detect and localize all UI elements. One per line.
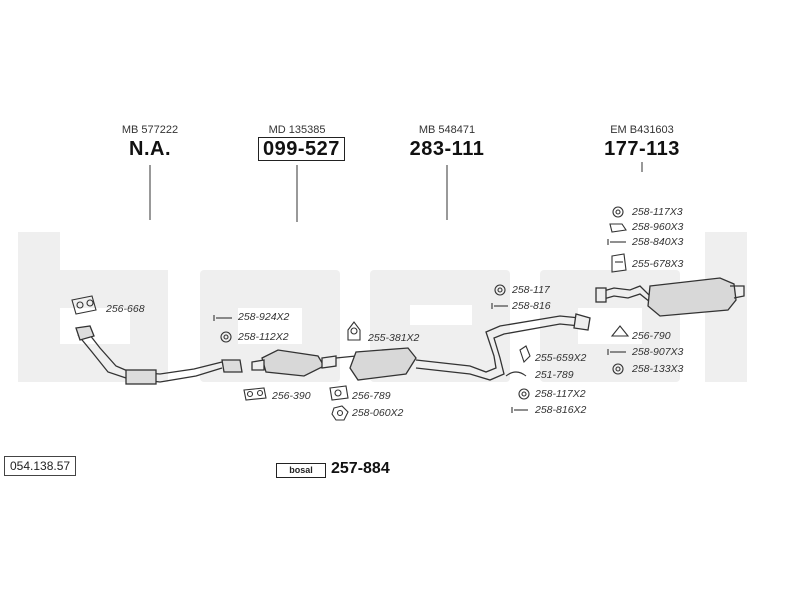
oe-reference-1: MB 577222	[121, 124, 179, 136]
part-label: 255-659X2	[535, 352, 587, 364]
part-number-2: 099-527	[258, 137, 345, 161]
part-label: 256-789	[352, 390, 391, 402]
part-number-1: N.A.	[129, 138, 171, 160]
oe-reference-4: EM B431603	[610, 124, 674, 136]
component-icons	[71, 206, 630, 421]
part-label: 256-668	[106, 303, 145, 315]
part-label: 258-840X3	[632, 236, 684, 248]
part-number-4: 177-113	[604, 138, 680, 160]
part-label: 256-790	[632, 330, 671, 342]
part-label: 258-924X2	[238, 311, 290, 323]
part-label: 258-816X2	[535, 404, 587, 416]
kit-logo: bosal	[276, 463, 326, 478]
oe-reference-3: MB 548471	[418, 124, 476, 136]
part-label: 258-060X2	[352, 407, 404, 419]
part-label: 258-117	[512, 284, 550, 296]
catalog-number: 054.138.57	[4, 456, 77, 476]
part-label: 255-381X2	[368, 332, 420, 344]
part-label: 256-390	[272, 390, 311, 402]
part-label: 251-789	[535, 369, 574, 381]
part-number-3: 283-111	[409, 138, 485, 160]
front-pipe	[75, 325, 243, 385]
part-label: 258-117X3	[632, 206, 683, 218]
part-label: 255-678X3	[632, 258, 684, 270]
part-label: 258-907X3	[632, 346, 684, 358]
part-number-2-frame: 099-527	[258, 137, 345, 161]
part-label: 258-112X2	[238, 331, 289, 343]
kit-number: 257-884	[331, 460, 390, 477]
catalytic-converter	[251, 349, 337, 377]
rear-muffler	[595, 277, 745, 317]
part-label: 258-960X3	[632, 221, 684, 233]
part-label: 258-133X3	[632, 363, 684, 375]
part-label: 258-816	[512, 300, 551, 312]
oe-reference-2: MD 135385	[268, 124, 326, 136]
center-muffler	[335, 313, 591, 381]
part-label: 258-117X2	[535, 388, 586, 400]
